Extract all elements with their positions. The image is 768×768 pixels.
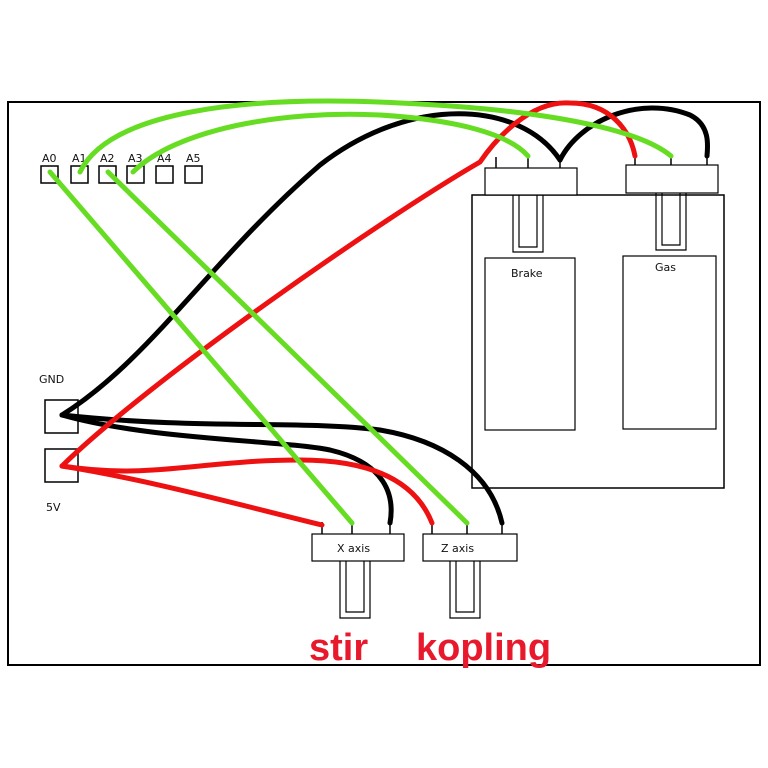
pin-a4: [155, 165, 174, 184]
z-axis-connector: [422, 533, 518, 562]
wire-vcc-to-brake-gas: [59, 100, 638, 469]
wire-vcc-to-z-axis: [59, 457, 435, 526]
pin-label-a0: A0: [42, 152, 57, 165]
wire-gnd-to-z-axis: [59, 412, 505, 526]
pin-a1: [70, 165, 89, 184]
wire-gnd-to-brake: [59, 111, 563, 418]
vcc-wires: [59, 100, 638, 528]
signal-wires: [47, 98, 674, 526]
x-axis-connector: [311, 533, 405, 562]
x-axis-stem: [339, 561, 371, 619]
pedal-housing: Brake Gas: [471, 154, 725, 489]
caption-stir: stir: [309, 627, 368, 669]
x-axis-label: X axis: [337, 542, 370, 555]
gas-stem: [655, 193, 687, 251]
z-axis-label: Z axis: [441, 542, 474, 555]
brake-stem: [512, 195, 544, 253]
pin-label-a1: A1: [72, 152, 87, 165]
gnd-wires: [59, 105, 711, 526]
brake-label: Brake: [511, 267, 543, 280]
z-axis-stem: [449, 561, 481, 619]
wire-gnd-to-x-axis: [59, 412, 394, 526]
gas-label: Gas: [655, 261, 676, 274]
pin-label-a2: A2: [100, 152, 115, 165]
wire-vcc-to-x-axis: [59, 463, 325, 528]
wire-gnd-to-gas: [557, 105, 711, 163]
power-pins: GND 5V: [39, 373, 79, 514]
vcc-label: 5V: [46, 501, 61, 514]
x-axis-sensor: X axis: [311, 522, 405, 619]
pin-label-a4: A4: [157, 152, 172, 165]
gas-pedal: [622, 255, 717, 430]
wire-a2-to-z-axis: [105, 169, 470, 526]
analog-pin-header: A0 A1 A2 A3 A4 A5: [40, 152, 203, 184]
gas-connector: [625, 164, 719, 194]
brake-connector: [484, 167, 578, 196]
pin-label-a5: A5: [186, 152, 201, 165]
wire-a0-to-x-axis: [47, 169, 355, 526]
pin-a5: [184, 165, 203, 184]
caption-kopling: kopling: [416, 627, 551, 669]
gnd-label: GND: [39, 373, 64, 386]
wire-a1-to-gas: [77, 98, 674, 175]
pin-label-a3: A3: [128, 152, 143, 165]
brake-pedal: [484, 257, 576, 431]
z-axis-sensor: Z axis: [422, 522, 518, 619]
wire-a3-to-brake: [130, 111, 531, 175]
